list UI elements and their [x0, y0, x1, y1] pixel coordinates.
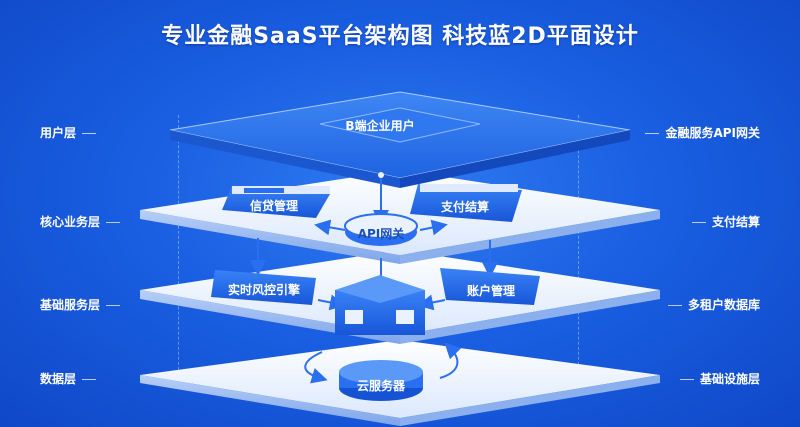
block-credit — [222, 186, 330, 218]
node-credit: 信贷管理 — [249, 198, 298, 213]
node-cloud-server: 云服务器 — [356, 378, 405, 393]
block-risk — [211, 270, 316, 305]
block-api-gateway — [344, 213, 418, 246]
layer-label-tenant-db: 多租户数据库 — [662, 296, 760, 313]
node-account: 账户管理 — [466, 283, 515, 298]
node-risk-engine: 实时风控引擎 — [227, 282, 300, 297]
layer-label-data: 数据层 — [40, 370, 102, 387]
layer-label-gateway: 金融服务API网关 — [639, 124, 760, 141]
block-core-cube — [335, 275, 425, 335]
block-payment — [410, 184, 522, 222]
connectors — [250, 178, 498, 384]
guide-line-left — [178, 115, 179, 385]
node-api-gateway: API网关 — [357, 226, 405, 241]
platform-user-layer — [169, 91, 631, 188]
node-b-user: B端企业用户 — [345, 118, 415, 133]
layer-label-core: 核心业务层 — [40, 213, 126, 230]
layer-label-user: 用户层 — [40, 124, 102, 141]
layer-label-payment: 支付结算 — [686, 213, 760, 230]
node-payment: 支付结算 — [440, 199, 489, 214]
layer-label-base: 基础服务层 — [40, 296, 126, 313]
block-account — [440, 268, 540, 305]
layer-label-infra: 基础设施层 — [674, 370, 760, 387]
page-title: 专业金融SaaS平台架构图 科技蓝2D平面设计 — [161, 24, 639, 49]
guide-line-right — [578, 115, 579, 385]
block-cloud-server — [339, 360, 423, 401]
